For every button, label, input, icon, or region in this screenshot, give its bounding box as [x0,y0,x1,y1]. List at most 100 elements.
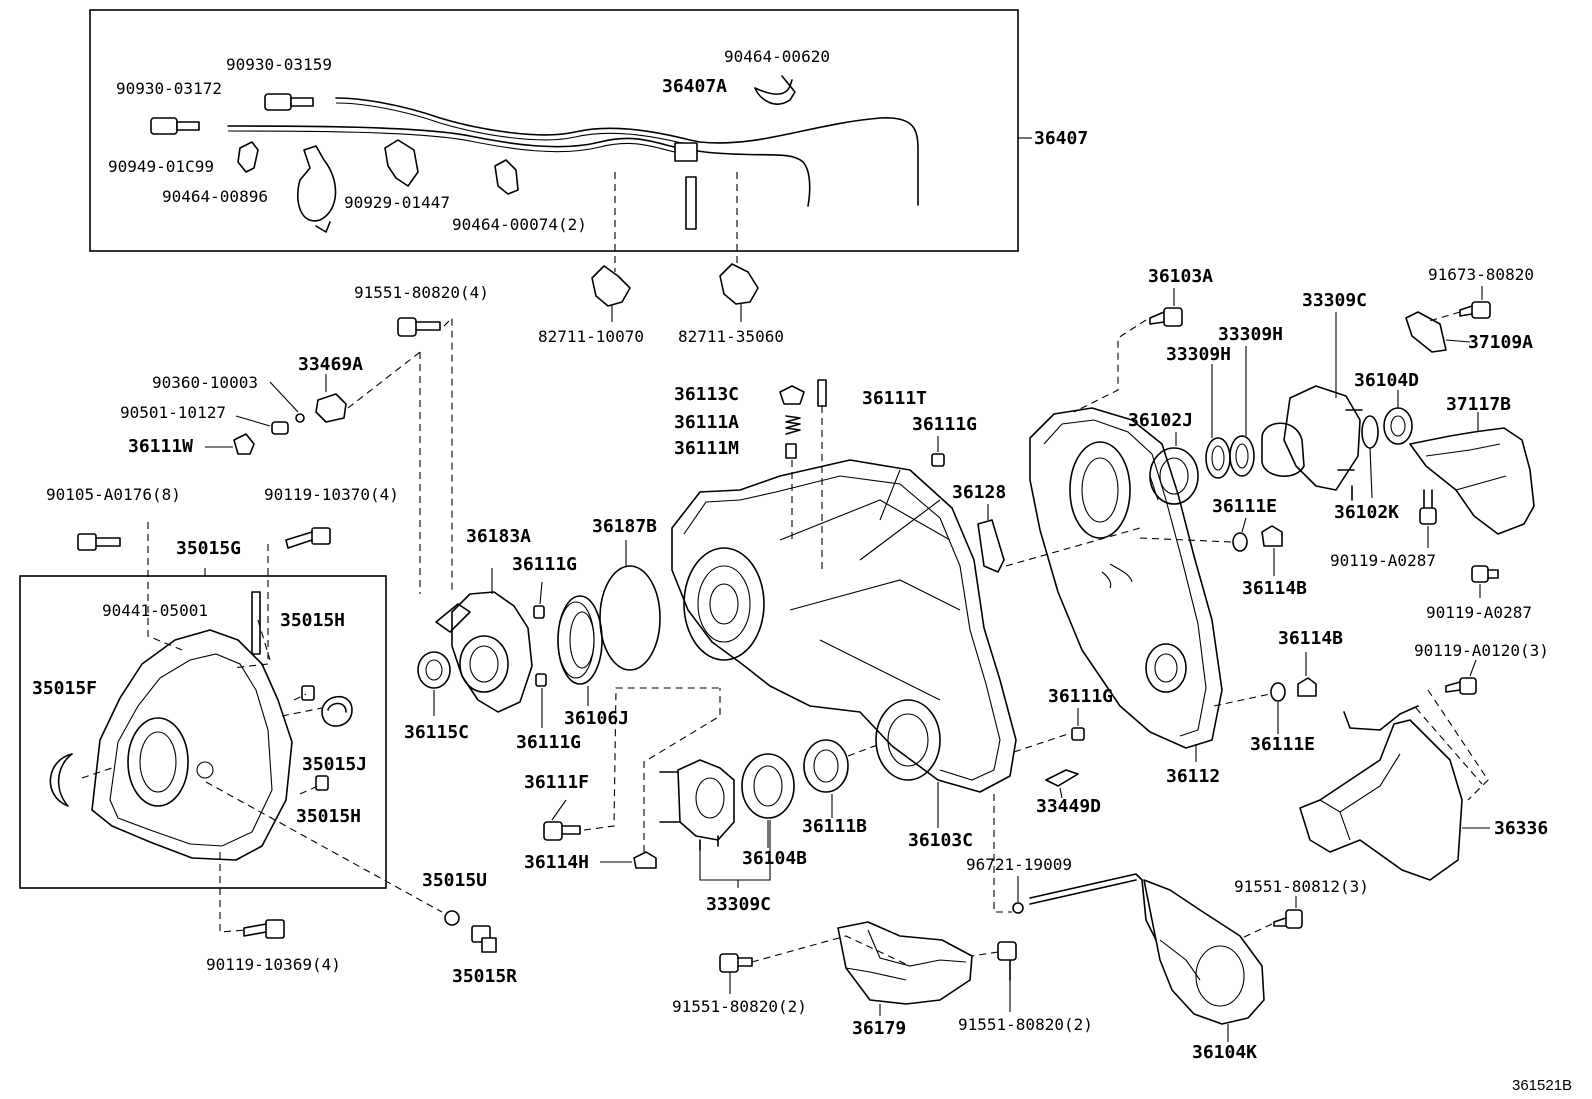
label-36106J: 36106J [564,708,629,729]
label-36111E-b: 36111E [1250,734,1315,755]
clamp-90929-01447 [384,139,419,187]
seal-33309H-a [1205,437,1231,479]
label-33309H-a: 33309H [1166,344,1231,365]
label-35015R: 35015R [452,966,517,987]
bearing-36106J [557,595,603,685]
plug-35015R [471,925,497,953]
o-ring-36187B [599,565,661,671]
bolt-90119-A0287-a [1419,489,1437,525]
label-36112: 36112 [1166,766,1220,787]
label-91551-80820-2a: 91551-80820(2) [672,997,807,1016]
pin-36111G-c [931,453,945,467]
label-82711-10070: 82711-10070 [538,327,644,346]
rear-cover-36104K [1029,873,1265,1025]
label-35015U: 35015U [422,870,487,891]
label-90119-10370: 90119-10370(4) [264,485,399,504]
bolt-91551-80820-left [719,953,753,973]
label-36114H: 36114H [524,852,589,873]
label-36111G-b: 36111G [516,732,581,753]
ball-36111M [785,443,797,459]
transfer-rear-case-36112 [1029,407,1223,749]
transfer-front-case [671,459,1017,793]
label-36115C: 36115C [404,722,469,743]
label-90441-05001: 90441-05001 [102,601,208,620]
extension-housing-33309C-bottom [659,759,735,851]
label-36104D: 36104D [1354,370,1419,391]
union-bolt-90930-03159 [264,93,314,111]
oil-seal-35015J [321,695,353,727]
clamp-90464-00074 [494,159,519,195]
nut-36114B-a [1261,525,1283,547]
label-33469A: 33469A [298,354,363,375]
bolt-90105-A0176 [77,533,121,551]
label-36111W: 36111W [128,436,193,457]
label-36104K: 36104K [1192,1042,1257,1063]
label-33449D: 33449D [1036,796,1101,817]
hose-clamp-90464-00620 [754,75,796,105]
pin-36111G-b [535,673,547,687]
label-36111G-a: 36111G [512,554,577,575]
pin-36111G-d [1071,727,1085,741]
oil-seal-36111B [803,739,849,793]
bolt-91673-80820 [1459,301,1491,319]
oil-seal-36104B [741,753,795,819]
label-90119-10369: 90119-10369(4) [206,955,341,974]
label-36111G-d: 36111G [1048,686,1113,707]
label-90105-A0176: 90105-A0176(8) [46,485,181,504]
pin-35015H-bottom [315,775,329,791]
label-90464-00896: 90464-00896 [162,187,268,206]
label-35015G: 35015G [176,538,241,559]
label-37109A: 37109A [1468,332,1533,353]
bolt-90119-A0287-b [1471,565,1499,583]
label-36183A: 36183A [466,526,531,547]
nut-36114H [633,851,657,869]
seal-33309H-b [1229,435,1255,477]
label-36111B: 36111B [802,816,867,837]
pin-36111G-a [533,605,545,619]
bolt-36103A [1149,307,1183,327]
bolt-91551-80812 [1273,909,1303,929]
label-90464-00074: 90464-00074(2) [452,215,587,234]
label-90930-03159: 90930-03159 [226,55,332,74]
label-36102J: 36102J [1128,410,1193,431]
pin-90501-10127 [271,421,289,435]
label-36407: 36407 [1034,128,1088,149]
bolt-90119-10369 [243,919,285,939]
label-91551-80812: 91551-80812(3) [1234,877,1369,896]
label-90929-01447: 90929-01447 [344,193,450,212]
snap-ring-35015F [49,753,73,807]
bracket-37109A [1405,311,1447,353]
protector-36179 [837,921,973,1005]
pin-35015H-top [301,685,315,701]
label-35015J: 35015J [302,754,367,775]
union-bolt-90930-03172 [150,117,200,135]
breather-hose-lower [227,125,811,207]
breather-hose-upper [335,97,919,206]
bolt-91551-80820-upper [397,317,441,337]
plate-33449D [1045,769,1079,787]
breather-group-box [89,9,1019,252]
label-36111F: 36111F [524,772,589,793]
bolt-90119-A0120 [1445,677,1477,695]
sleeve-33469A [315,393,347,423]
protector-37117B [1409,427,1535,535]
bolt-36111F [543,821,581,841]
label-36179: 36179 [852,1018,906,1039]
clamp-90949-01C99 [237,141,259,173]
label-91551-80820-2b: 91551-80820(2) [958,1015,1093,1034]
breather-hose-group [89,9,1032,272]
cap-36104D [1383,407,1413,445]
label-33309C-bottom: 33309C [706,894,771,915]
bolt-90119-10370 [285,527,331,549]
adapter-group-box [19,575,387,889]
washer-36111E-b [1270,682,1286,702]
label-90464-00620: 90464-00620 [724,47,830,66]
spring-36111A [785,415,801,435]
label-36104B: 36104B [742,848,807,869]
label-91551-80820-4: 91551-80820(4) [354,283,489,302]
label-90501-10127: 90501-10127 [120,403,226,422]
label-90930-03172: 90930-03172 [116,79,222,98]
o-ring-36102K [1361,415,1379,449]
label-90949-01C99: 90949-01C99 [108,157,214,176]
diagram-reference-code: 361521B [1512,1077,1572,1094]
